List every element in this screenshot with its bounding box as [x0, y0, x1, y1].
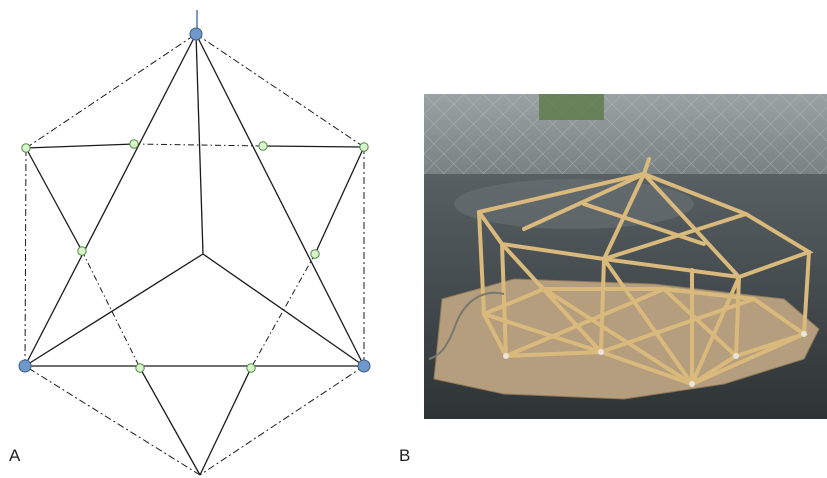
hexagon-edge	[195, 33, 365, 148]
geometric-construction-diagram	[18, 10, 371, 476]
primary-nodes	[18, 27, 371, 373]
stick	[662, 287, 738, 358]
roof-ring	[477, 171, 814, 280]
solid-lines	[24, 10, 365, 476]
stick-frame	[477, 157, 814, 387]
stick-model-photo	[424, 94, 827, 419]
hexagon-edge	[199, 365, 365, 476]
center-spoke	[24, 253, 204, 367]
center-spoke	[195, 33, 204, 255]
node-green	[246, 363, 256, 373]
stick	[482, 312, 603, 354]
node-bottom-right	[357, 359, 371, 373]
stick	[522, 172, 646, 231]
lower-wing	[139, 367, 201, 476]
panel-label-b: B	[399, 446, 411, 465]
upper-bar	[262, 145, 365, 148]
triangle-edge	[195, 33, 365, 367]
stick	[642, 157, 651, 176]
outer-hexagon	[24, 33, 365, 476]
stick	[542, 287, 694, 386]
stick	[500, 242, 603, 354]
joint	[801, 331, 807, 337]
stick	[690, 332, 806, 386]
hidden-line	[133, 143, 264, 147]
node-green	[359, 142, 369, 152]
lower-wing	[199, 367, 252, 476]
node-green	[21, 143, 31, 153]
stick	[642, 172, 741, 279]
post	[802, 250, 811, 336]
post	[734, 275, 741, 358]
base-ring	[482, 287, 809, 387]
node-top	[189, 27, 203, 41]
right-wing	[314, 146, 365, 255]
node-green	[258, 141, 268, 151]
hidden-line	[81, 250, 141, 369]
joint	[689, 381, 695, 387]
joint	[598, 349, 604, 355]
wire	[428, 291, 505, 360]
node-green	[77, 246, 87, 256]
node-green	[129, 139, 139, 149]
stick	[504, 287, 666, 358]
node-green	[310, 249, 320, 259]
hexagon-edge	[24, 147, 27, 367]
hexagon-edge	[24, 365, 201, 476]
secondary-nodes	[21, 139, 369, 373]
stick	[690, 275, 741, 386]
node-green	[135, 363, 145, 373]
panel-label-a: A	[9, 446, 21, 465]
post	[500, 242, 508, 358]
center-spoke	[202, 253, 365, 367]
photo-bush	[539, 94, 604, 120]
joint	[733, 353, 739, 359]
hidden-line	[250, 253, 316, 369]
stick	[602, 257, 694, 386]
upper-bar	[25, 143, 135, 149]
stick	[602, 212, 748, 261]
joint	[503, 353, 509, 359]
hidden-lines	[81, 143, 316, 369]
post	[599, 257, 606, 354]
stick	[582, 202, 706, 246]
stick-joints	[503, 331, 807, 387]
post	[477, 210, 486, 316]
hexagon-edge	[25, 33, 197, 149]
triangle-edge	[24, 33, 197, 367]
node-bottom-left	[18, 359, 32, 373]
left-wing	[25, 147, 83, 252]
photo-fence	[424, 94, 827, 189]
